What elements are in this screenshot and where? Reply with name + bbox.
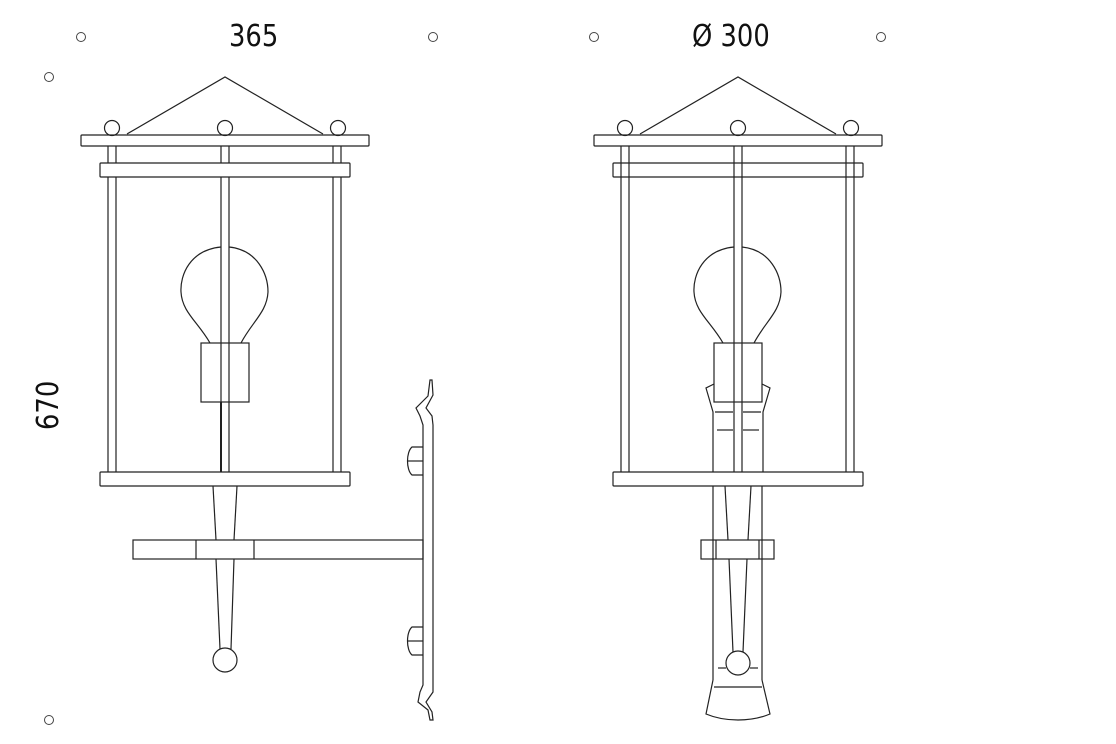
dimension-diameter-label: Ø 300	[692, 19, 770, 54]
front-view	[593, 76, 883, 721]
dimension-width-label: 365	[229, 19, 279, 54]
side-view	[80, 76, 434, 721]
dimension-height-label: 670	[31, 380, 66, 430]
registration-markers	[44, 32, 886, 725]
